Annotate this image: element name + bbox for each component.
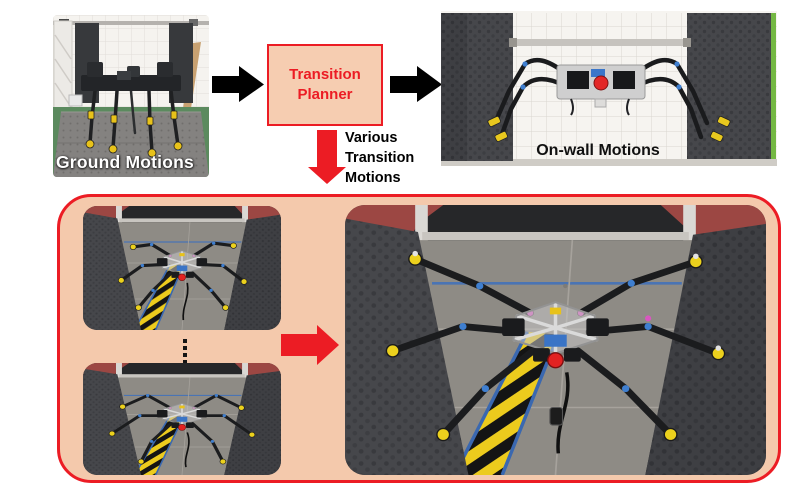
flow-arrow-right-icon xyxy=(212,66,264,102)
transition-arrow-down-icon xyxy=(308,130,346,184)
flow-arrow-right-icon xyxy=(390,66,442,102)
corridor-scene-illustration xyxy=(83,363,281,475)
sequence-photo-1 xyxy=(83,206,281,330)
ground-scene-illustration xyxy=(53,15,209,177)
transition-motions-panel xyxy=(57,194,781,483)
annotation-line-2: Transition xyxy=(345,150,415,166)
ground-photo-label: Ground Motions xyxy=(56,152,194,172)
annotation-line-1: Various xyxy=(345,130,398,146)
planner-box-line-2: Planner xyxy=(297,86,353,103)
corridor-scene-illustration xyxy=(345,205,766,475)
planner-box-line-1: Transition xyxy=(289,66,361,83)
ground-motions-photo: Ground Motions xyxy=(53,15,209,177)
corridor-scene-illustration xyxy=(83,206,281,330)
onwall-photo-label: On-wall Motions xyxy=(536,142,660,159)
transition-planner-box: Transition Planner xyxy=(267,44,383,126)
onwall-scene-illustration xyxy=(441,11,777,166)
onwall-motions-photo: On-wall Motions xyxy=(441,11,777,166)
vertical-ellipsis-icon xyxy=(183,339,187,364)
result-arrow-right-icon xyxy=(281,325,339,365)
sequence-photo-2 xyxy=(83,363,281,475)
result-photo xyxy=(345,205,766,475)
various-transition-annotation: Various Transition Motions xyxy=(345,128,414,188)
annotation-line-3: Motions xyxy=(345,170,401,186)
